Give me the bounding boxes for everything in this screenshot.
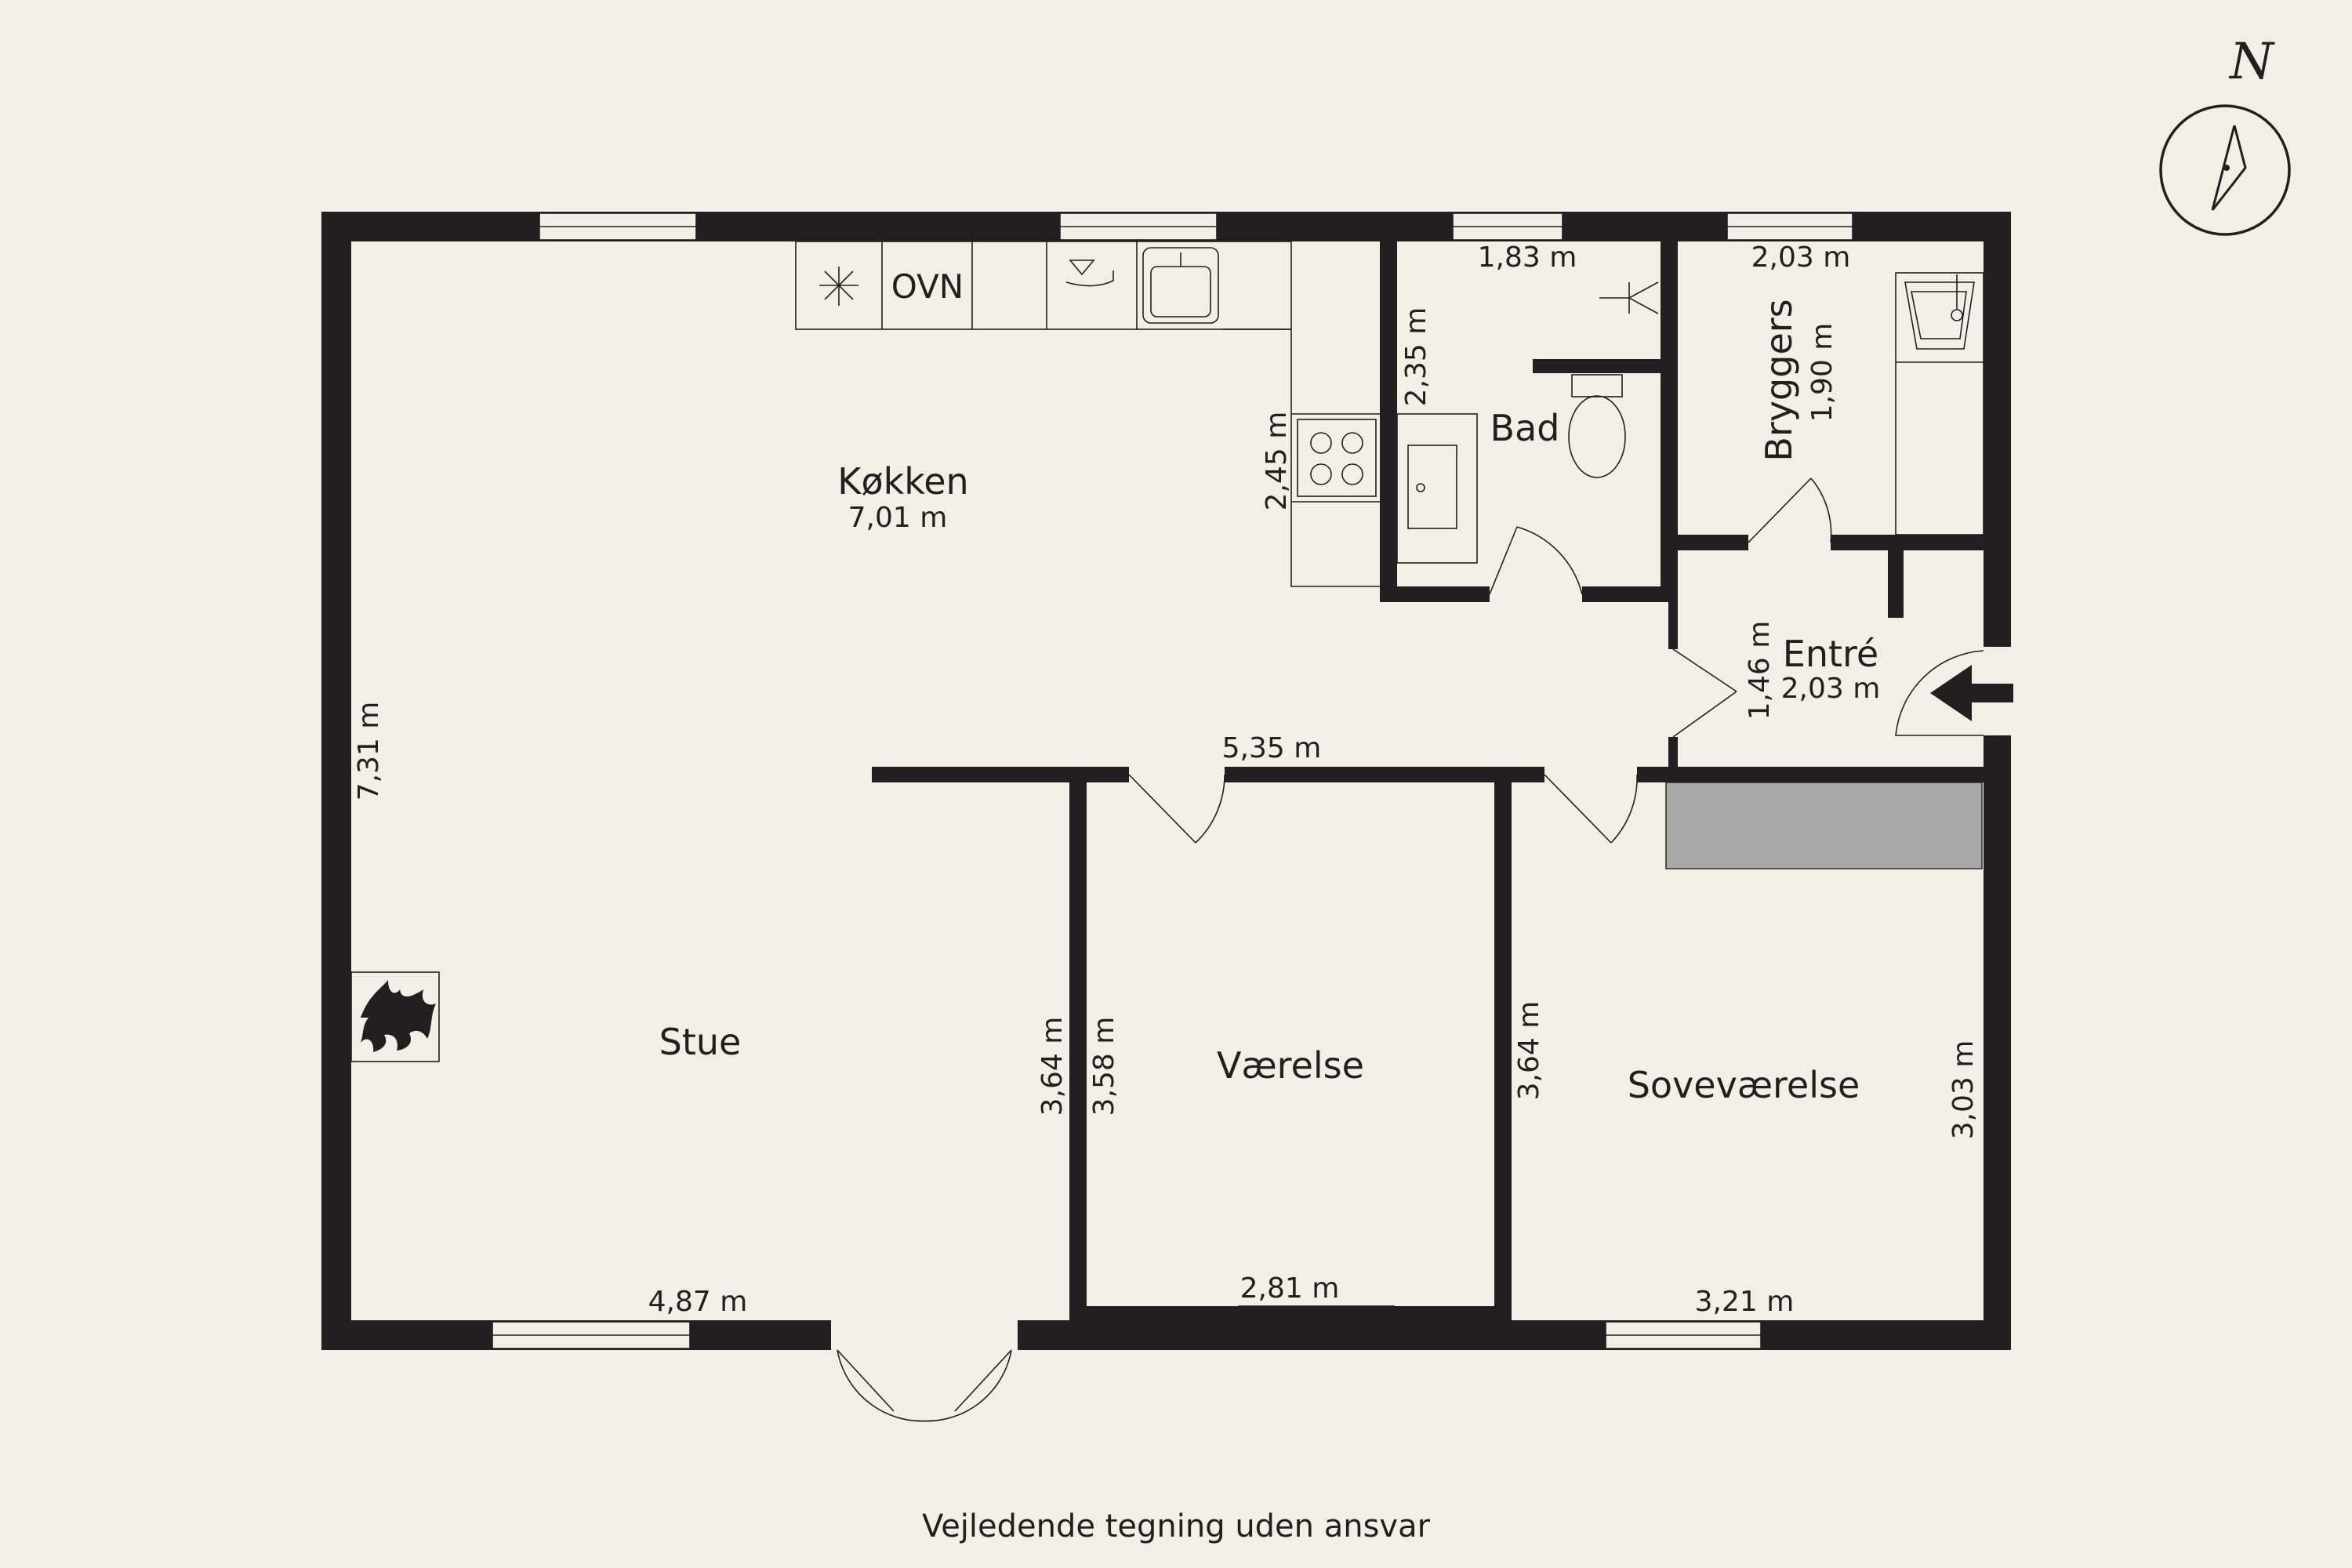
room-label-stue: Stue (659, 1021, 742, 1063)
dim-kitchen-counter-height: 2,45 m (1261, 412, 1293, 511)
disclaimer-text: Vejledende tegning uden ansvar (922, 1508, 1431, 1544)
dim-entre-height: 1,46 m (1744, 621, 1776, 720)
shower-icon (1599, 281, 1659, 314)
room-label-bryggers: Bryggers (1758, 299, 1800, 461)
compass-north-label: N (2228, 33, 2275, 91)
entrance-arrow-icon (1930, 665, 2013, 721)
room-label-vaerelse: Værelse (1217, 1044, 1364, 1087)
kitchen-sink-icon (1142, 247, 1219, 324)
dim-living-height: 7,31 m (353, 702, 385, 801)
room-label-kokken: Køkken (837, 460, 968, 503)
room-label-sovevaerelse: Soveværelse (1628, 1064, 1860, 1106)
dim-bryggers-width: 2,03 m (1751, 241, 1851, 274)
room-dim-kokken: 7,01 m (848, 502, 948, 534)
dishwasher-icon (1065, 260, 1114, 287)
toilet-icon (1568, 374, 1626, 478)
interior-walls (872, 235, 1987, 1350)
dim-sove-width: 3,21 m (1695, 1286, 1795, 1318)
kitchen-counters (795, 241, 1380, 587)
dim-sove-left-height: 3,64 m (1513, 1001, 1545, 1101)
dim-vaerelse-left-height: 3,58 m (1088, 1017, 1120, 1116)
dim-bad-height: 2,35 m (1400, 307, 1432, 407)
room-label-entre: Entré (1783, 633, 1878, 675)
bathroom-sink-icon (1396, 413, 1478, 564)
dim-stue-width: 4,87 m (648, 1286, 748, 1318)
room-dim-bryggers: 1,90 m (1806, 323, 1838, 423)
doors (837, 477, 1984, 1422)
freezer-snowflake-icon (819, 267, 858, 306)
dim-stue-right-height: 3,64 m (1036, 1017, 1069, 1116)
stove-icon (1297, 419, 1377, 497)
room-label-bad: Bad (1490, 407, 1560, 449)
compass (2159, 104, 2291, 236)
washing-sink-icon (1904, 274, 1975, 350)
utility-counter (1895, 272, 1984, 535)
dim-vaerelse-width: 2,81 m (1240, 1272, 1340, 1305)
fireplace-icon (350, 971, 440, 1062)
wardrobe (1665, 782, 1983, 869)
dim-hall-width: 5,35 m (1222, 732, 1322, 764)
room-dim-entre: 2,03 m (1781, 673, 1881, 705)
dim-sove-right-height: 3,03 m (1947, 1040, 1980, 1140)
dim-bad-width: 1,83 m (1478, 241, 1577, 274)
oven-label: OVN (891, 267, 964, 306)
